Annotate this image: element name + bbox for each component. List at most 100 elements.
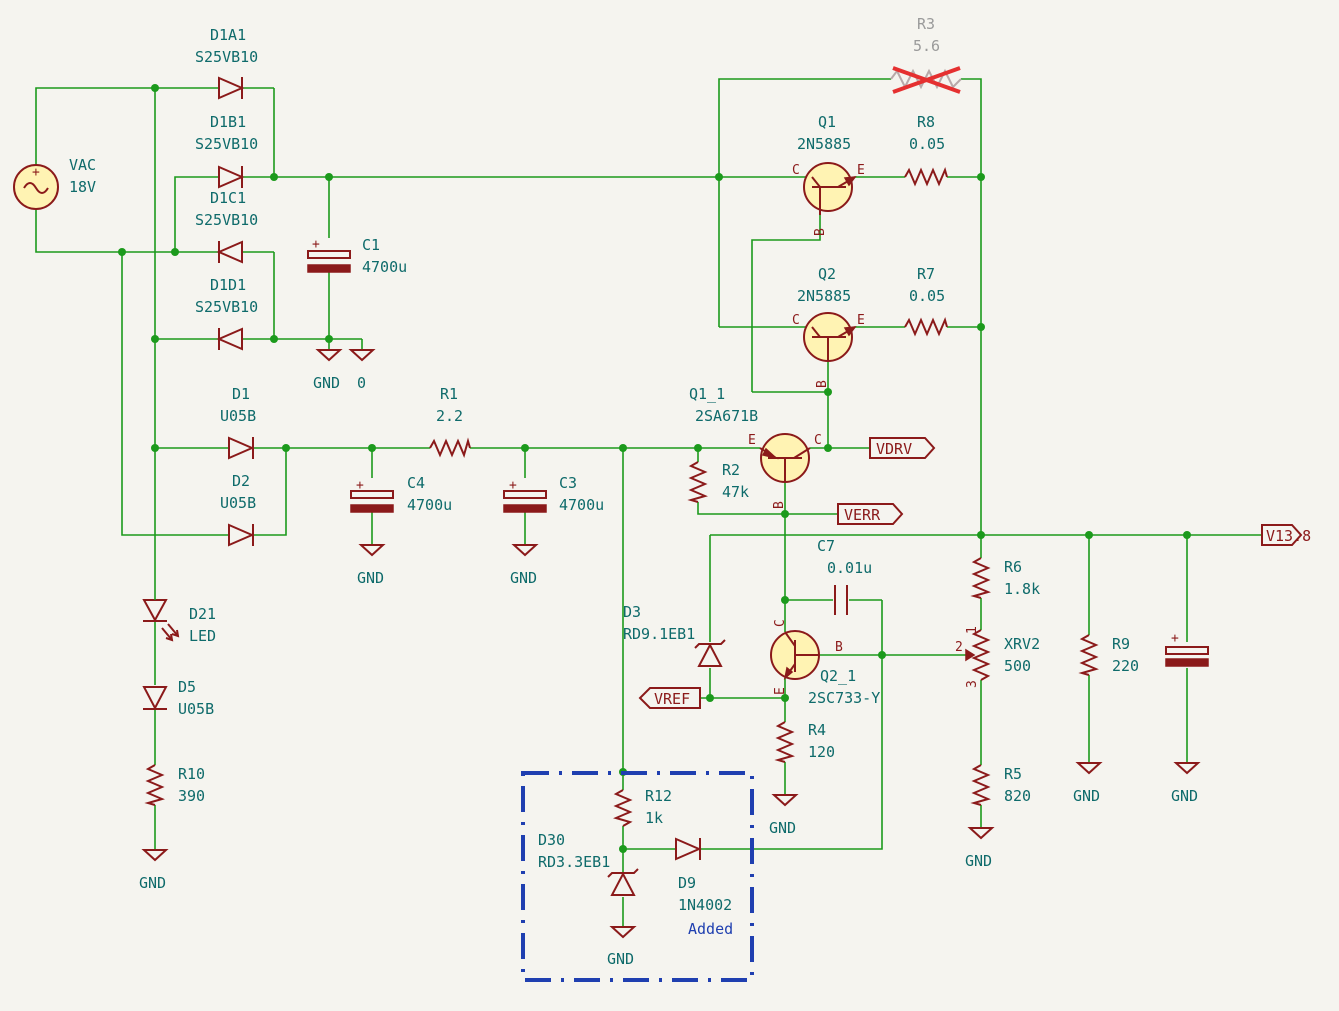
svg-text:V13.8: V13.8: [1266, 527, 1311, 545]
xrv2-value: 500: [1004, 657, 1031, 675]
r12-ref: R12: [645, 787, 672, 805]
resistor-r7[interactable]: R7 0.05: [904, 265, 948, 337]
r10-ref: R10: [178, 765, 205, 783]
wires: [35, 78, 1262, 927]
resistor-r2[interactable]: R2 47k: [687, 461, 749, 503]
r1-value: 2.2: [436, 407, 463, 425]
resistor-r8[interactable]: R8 0.05: [904, 113, 948, 187]
diode-d1d1[interactable]: D1D1 S25VB10: [195, 276, 258, 351]
gnd-label-c4: GND: [357, 569, 384, 587]
q1-ref: Q1: [818, 113, 836, 131]
c1-value: 4700u: [362, 258, 407, 276]
svg-text:3: 3: [965, 680, 980, 688]
xrv2-ref: XRV2: [1004, 635, 1040, 653]
r5-ref: R5: [1004, 765, 1022, 783]
net-label-vdrv: VDRV: [869, 437, 936, 459]
d1a1-ref: D1A1: [210, 26, 246, 44]
resistor-r4[interactable]: R4 120 GND: [769, 721, 835, 837]
resistor-r6[interactable]: R6 1.8k: [970, 557, 1040, 599]
q2-ref: Q2: [818, 265, 836, 283]
svg-text:+: +: [356, 478, 364, 493]
resistor-r3[interactable]: R3 5.6: [890, 15, 962, 94]
svg-text:C: C: [814, 433, 822, 448]
r7-value: 0.05: [909, 287, 945, 305]
potentiometer-xrv2[interactable]: 2 1 3 XRV2 500: [955, 626, 1040, 688]
resistor-r9[interactable]: R9 220 GND: [1073, 634, 1139, 805]
diode-d1c1[interactable]: D1C1 S25VB10: [195, 189, 258, 264]
svg-text:E: E: [857, 313, 865, 328]
d30-value: RD3.3EB1: [538, 853, 610, 871]
zener-d3[interactable]: D3 RD9.1EB1: [623, 603, 726, 667]
r2-value: 47k: [722, 483, 749, 501]
q2-1-ref: Q2_1: [820, 667, 856, 685]
svg-text:VERR: VERR: [844, 506, 881, 524]
led-d21[interactable]: D21 LED: [142, 598, 216, 645]
capacitor-c7[interactable]: C7 0.01u: [817, 537, 872, 615]
r9-value: 220: [1112, 657, 1139, 675]
r2-ref: R2: [722, 461, 740, 479]
c7-ref: C7: [817, 537, 835, 555]
capacitor-c4[interactable]: + C4 4700u GND: [350, 474, 452, 587]
r4-ref: R4: [808, 721, 826, 739]
transistor-q1[interactable]: C E B Q1 2N5885: [792, 113, 865, 236]
transistor-q1-1[interactable]: E C B Q1_1 2SA671B: [689, 385, 822, 509]
d5-value: U05B: [178, 700, 214, 718]
gnd-label-c1: GND: [313, 374, 340, 392]
added-annotation: Added: [688, 920, 733, 938]
gnd-label-r9: GND: [1073, 787, 1100, 805]
zero-label: 0: [357, 374, 366, 392]
resistor-r5[interactable]: R5 820 GND: [965, 764, 1031, 870]
r8-value: 0.05: [909, 135, 945, 153]
d1d1-value: S25VB10: [195, 298, 258, 316]
d9-ref: D9: [678, 874, 696, 892]
diode-d1b1[interactable]: D1B1 S25VB10: [195, 113, 258, 189]
svg-text:C: C: [792, 163, 800, 178]
diode-d2[interactable]: D2 U05B: [220, 472, 256, 547]
r7-ref: R7: [917, 265, 935, 283]
zener-d30[interactable]: D30 RD3.3EB1 GND: [538, 831, 639, 968]
q1-value: 2N5885: [797, 135, 851, 153]
capacitor-output[interactable]: + GND: [1165, 631, 1209, 805]
diode-d1[interactable]: D1 U05B: [220, 385, 256, 460]
svg-text:VREF: VREF: [654, 690, 690, 708]
q2-value: 2N5885: [797, 287, 851, 305]
gnd-label-r10: GND: [139, 874, 166, 892]
transistor-q2[interactable]: C E B Q2 2N5885: [792, 265, 865, 388]
diode-d9[interactable]: D9 1N4002 Added: [675, 837, 733, 938]
d1b1-ref: D1B1: [210, 113, 246, 131]
svg-text:+: +: [1171, 631, 1179, 646]
junctions: [118, 84, 1191, 853]
svg-text:B: B: [813, 228, 828, 236]
r12-value: 1k: [645, 809, 663, 827]
capacitor-c3[interactable]: + C3 4700u GND: [503, 474, 604, 587]
capacitor-c1[interactable]: + C1 4700u: [307, 236, 407, 276]
d2-value: U05B: [220, 494, 256, 512]
svg-text:+: +: [312, 237, 320, 252]
resistor-r12[interactable]: R12 1k: [613, 787, 672, 827]
c1-ref: C1: [362, 236, 380, 254]
net-label-verr: VERR: [837, 503, 904, 525]
vac-source[interactable]: + VAC 18V: [13, 156, 96, 210]
diode-d5[interactable]: D5 U05B: [142, 678, 214, 718]
svg-text:VDRV: VDRV: [876, 440, 912, 458]
d9-value: 1N4002: [678, 896, 732, 914]
d5-ref: D5: [178, 678, 196, 696]
r8-ref: R8: [917, 113, 935, 131]
svg-text:B: B: [835, 640, 843, 655]
r6-value: 1.8k: [1004, 580, 1040, 598]
resistor-r10[interactable]: R10 390 GND: [139, 764, 205, 892]
net-label-v138: V13.8: [1261, 524, 1311, 546]
d21-ref: D21: [189, 605, 216, 623]
d1c1-ref: D1C1: [210, 189, 246, 207]
r5-value: 820: [1004, 787, 1031, 805]
diode-d1a1[interactable]: D1A1 S25VB10: [195, 26, 258, 100]
transistor-q2-1[interactable]: C E B Q2_1 2SC733-Y: [770, 619, 880, 707]
resistor-r1[interactable]: R1 2.2: [429, 385, 471, 458]
d3-ref: D3: [623, 603, 641, 621]
c4-ref: C4: [407, 474, 425, 492]
r9-ref: R9: [1112, 635, 1130, 653]
svg-text:B: B: [815, 380, 830, 388]
added-group-box: [521, 771, 754, 982]
ground-c1: GND: [313, 349, 343, 392]
r4-value: 120: [808, 743, 835, 761]
